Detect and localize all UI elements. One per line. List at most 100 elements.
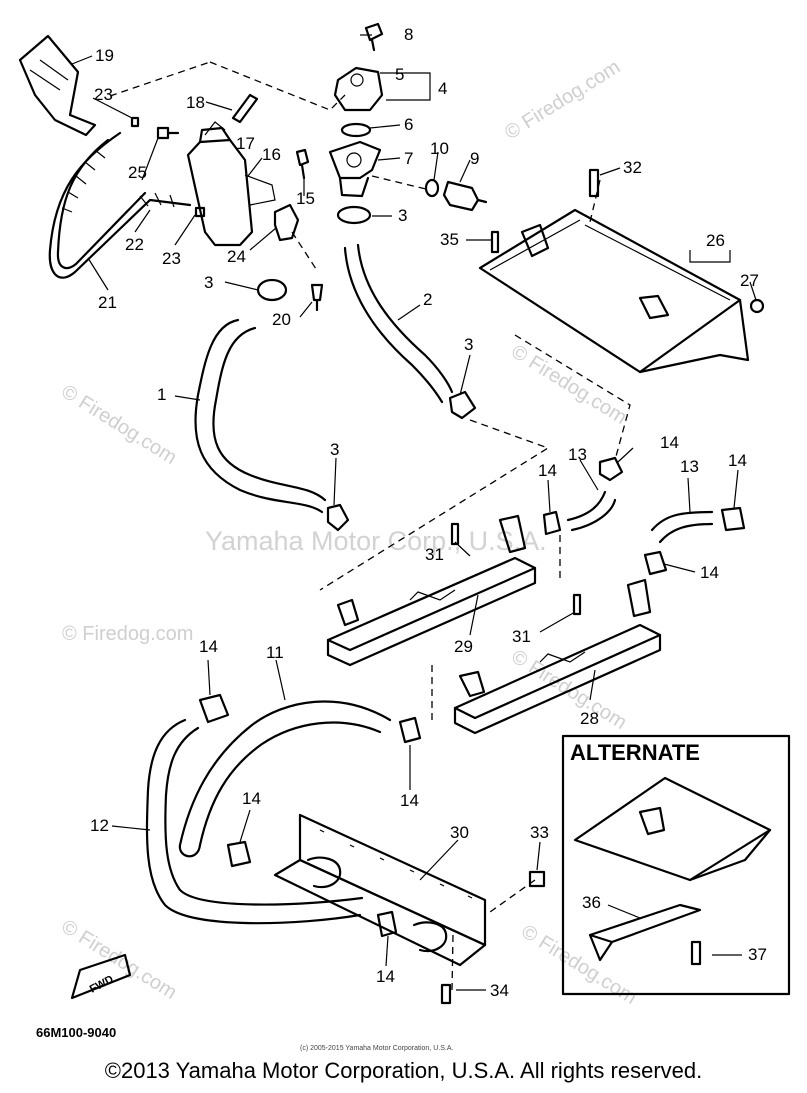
- callout-30: 30: [450, 823, 469, 842]
- hose-18: [231, 93, 259, 124]
- callout-34: 34: [490, 981, 509, 1000]
- fwd-label: FWD: [88, 973, 116, 995]
- callout-19: 19: [95, 46, 114, 65]
- watermark-firedog: © Firedog.com: [517, 921, 640, 1009]
- watermark-firedog: © Firedog.com: [57, 916, 180, 1004]
- heat-exchanger-29: [326, 514, 537, 667]
- bolt-25: [156, 126, 180, 140]
- hose-11: [178, 700, 392, 858]
- clamp-14a: [598, 456, 624, 482]
- alternate-title: ALTERNATE: [570, 740, 700, 765]
- hose-13a: [566, 490, 617, 532]
- o-ring-6: [340, 122, 372, 138]
- callout-3c: 3: [464, 335, 473, 354]
- callout-14h: 14: [376, 967, 395, 986]
- callout-3b: 3: [204, 273, 213, 292]
- callout-15: 15: [296, 189, 315, 208]
- nut-27: [749, 298, 765, 314]
- hose-21: [48, 131, 192, 279]
- clamp-14b: [542, 510, 562, 536]
- callout-28: 28: [580, 709, 599, 728]
- washer-10: [424, 178, 440, 198]
- callout-8: 8: [404, 25, 413, 44]
- callout-7: 7: [404, 149, 413, 168]
- clamp-14c: [720, 506, 746, 532]
- sensor-9: [442, 180, 488, 212]
- callout-4: 4: [438, 79, 447, 98]
- reservoir-tank-16: [186, 121, 276, 247]
- bolt-8: [364, 22, 384, 52]
- callout-13a: 13: [568, 445, 587, 464]
- callout-23: 23: [94, 85, 113, 104]
- screw-23: [130, 116, 140, 128]
- clamp-3d: [448, 390, 477, 420]
- callout-31a: 31: [425, 545, 444, 564]
- callout-16: 16: [262, 145, 281, 164]
- callout-17: 17: [236, 134, 255, 153]
- heat-exchanger-30: [273, 813, 487, 967]
- screw-23b: [194, 206, 206, 218]
- clamp-14g: [226, 840, 252, 868]
- watermark-firedog: © Firedog.com: [501, 56, 624, 144]
- callout-9: 9: [470, 149, 479, 168]
- callout-14d: 14: [700, 563, 719, 582]
- bolt-34: [440, 983, 452, 1005]
- callout-32: 32: [623, 158, 642, 177]
- callout-5: 5: [395, 65, 404, 84]
- heat-exchanger-26: [478, 208, 750, 374]
- callout-26: 26: [706, 231, 725, 250]
- callout-14c: 14: [728, 451, 747, 470]
- callout-12: 12: [90, 816, 109, 835]
- callout-14e: 14: [199, 637, 218, 656]
- hose-1: [194, 318, 327, 514]
- alternate-box: ALTERNATE: [561, 734, 791, 996]
- callout-11: 11: [266, 643, 284, 662]
- thermostat-cover-5: [333, 66, 384, 112]
- callout-31b: 31: [512, 627, 531, 646]
- leader-lines: [71, 34, 757, 991]
- callout-36: 36: [582, 893, 601, 912]
- clamp-3a: [336, 205, 372, 225]
- watermark-firedog: © Firedog.com: [62, 623, 193, 645]
- hose-2: [343, 243, 454, 404]
- part-code: 66M100-9040: [36, 1025, 116, 1040]
- clamp-3c: [326, 503, 350, 532]
- small-copyright: (c) 2005-2015 Yamaha Motor Corporation, …: [300, 1045, 453, 1052]
- hose-13b: [650, 510, 714, 544]
- clamp-14d: [643, 550, 668, 576]
- callout-27: 27: [740, 271, 759, 290]
- bolt-33: [528, 870, 546, 888]
- callout-numbers: 19 23 18 8 5 4 6 17 7 10 9 16 32 25 15 3…: [90, 25, 767, 1000]
- copyright-footer: ©2013 Yamaha Motor Corporation, U.S.A. A…: [104, 1058, 703, 1083]
- callout-14g: 14: [242, 789, 261, 808]
- callout-33: 33: [530, 823, 549, 842]
- callout-3d: 3: [330, 440, 339, 459]
- callout-20: 20: [272, 310, 291, 329]
- callout-29: 29: [454, 637, 473, 656]
- callout-37: 37: [748, 945, 767, 964]
- bracket-19: [18, 34, 97, 137]
- screw-20: [310, 283, 324, 312]
- thermostat-housing-7: [328, 140, 382, 198]
- clamp-14f: [198, 693, 230, 724]
- callout-25: 25: [128, 163, 147, 182]
- watermark-center: Yamaha Motor Corp., U.S.A.: [205, 526, 547, 556]
- callout-18: 18: [186, 93, 205, 112]
- callout-14f: 14: [400, 791, 419, 810]
- heat-exchanger-28: [453, 578, 662, 735]
- callout-1: 1: [157, 385, 166, 404]
- clamp-14e: [398, 716, 422, 744]
- callout-35: 35: [440, 230, 459, 249]
- callout-22: 22: [125, 235, 144, 254]
- callout-14b: 14: [538, 461, 557, 480]
- callout-23b: 23: [162, 249, 181, 268]
- callout-3a: 3: [398, 206, 407, 225]
- bolt-31b: [572, 593, 582, 616]
- bolt-35: [490, 230, 500, 254]
- clip-24: [273, 203, 300, 242]
- callout-10: 10: [430, 139, 449, 158]
- callout-6: 6: [404, 115, 413, 134]
- bolt-15: [295, 148, 310, 180]
- callout-13b: 13: [680, 457, 699, 476]
